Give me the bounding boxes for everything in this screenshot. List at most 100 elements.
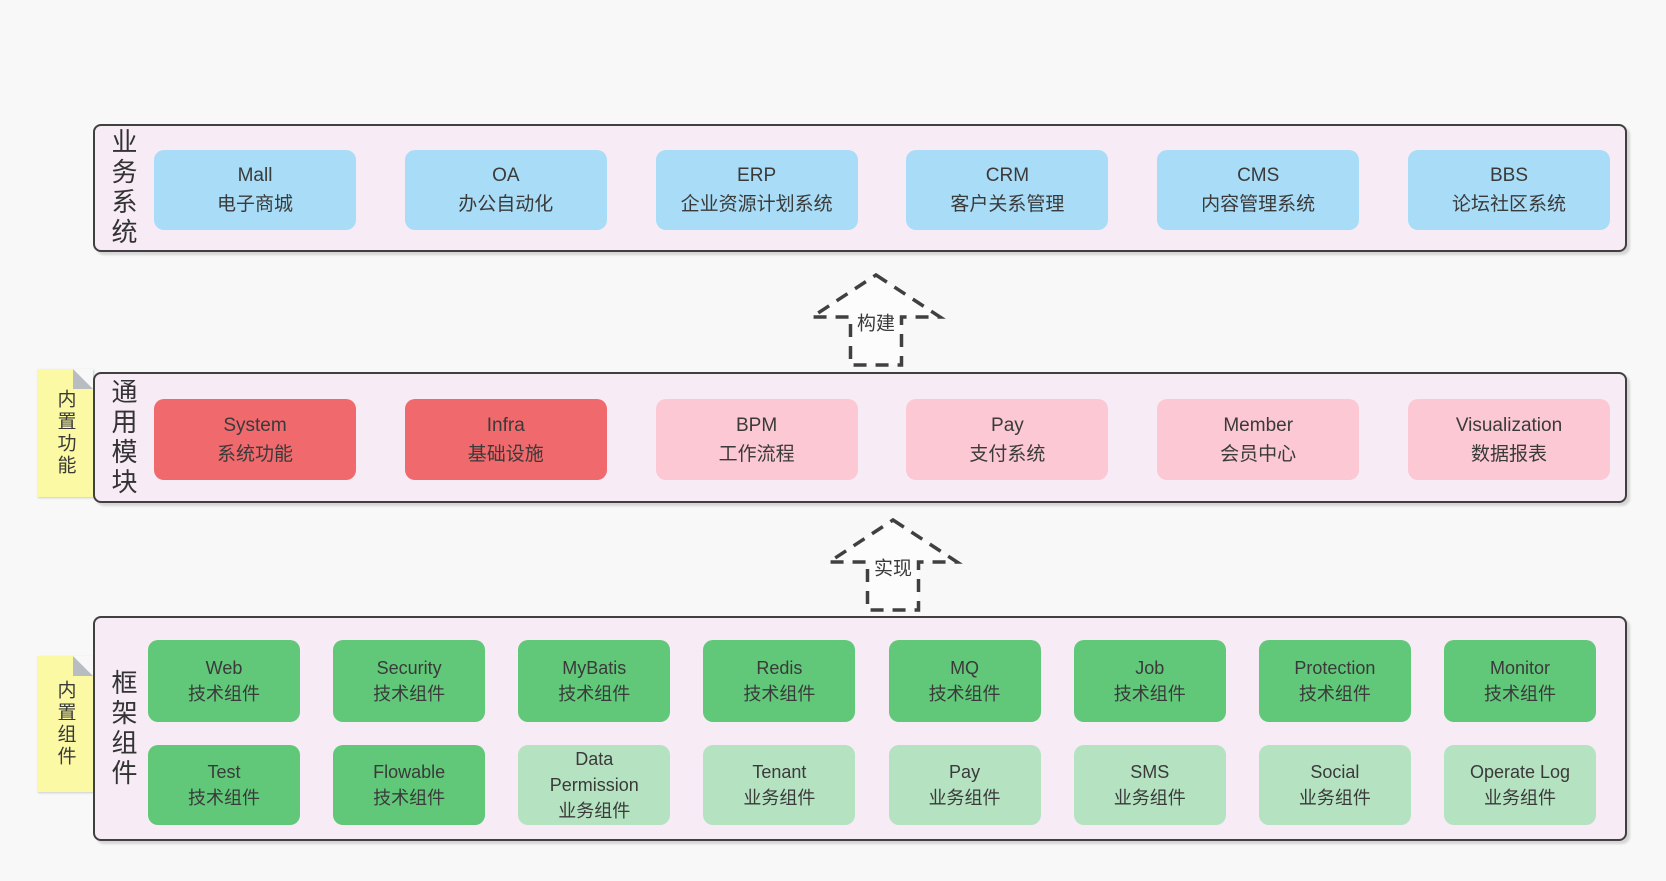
box-title: Data Permission [549,749,639,795]
layer-common-modules: 通用模块 System 系统功能 Infra 基础设施 BPM 工作流程 Pay… [93,372,1627,503]
box-subtitle: 业务组件 [558,801,631,821]
box-subtitle: 系统功能 [216,443,293,465]
common-modules-row: System 系统功能 Infra 基础设施 BPM 工作流程 Pay 支付系统… [154,399,1610,480]
box-subtitle: 技术组件 [1483,684,1556,704]
layer-framework-components: 框架组件 Web 技术组件 Security 技术组件 MyBatis 技术组件… [93,616,1627,841]
box-web: Web 技术组件 [148,640,300,722]
box-title: Pay [949,762,981,782]
box-system: System 系统功能 [154,399,356,480]
box-title: OA [492,165,520,186]
box-title: Tenant [752,762,807,782]
box-subtitle: 业务组件 [1113,788,1186,808]
box-title: CMS [1237,165,1280,186]
box-subtitle: 电子商城 [216,194,293,215]
layer-label-text: 通用模块 [108,377,138,498]
box-subtitle: 技术组件 [743,684,816,704]
box-data-permission: Data Permission 业务组件 [518,745,671,825]
box-title: ERP [737,165,777,186]
box-tenant: Tenant 业务组件 [703,745,856,825]
box-title: Member [1223,414,1294,436]
business-systems-row: Mall 电子商城 OA 办公自动化 ERP 企业资源计划系统 CRM 客户关系… [154,150,1610,230]
box-visualization: Visualization 数据报表 [1407,399,1610,480]
sticky-note-text: 内置组件 [54,680,76,768]
box-job: Job 技术组件 [1073,640,1226,722]
box-subtitle: 技术组件 [188,788,260,808]
box-title: SMS [1130,762,1170,782]
box-subtitle: 技术组件 [928,684,1001,704]
box-title: BPM [736,414,778,436]
sticky-note-builtin-features: 内置功能 [37,369,93,497]
box-title: Protection [1294,658,1376,678]
arrow-build-label: 构建 [853,307,899,337]
box-title: Social [1310,762,1360,782]
box-subtitle: 会员中心 [1220,443,1297,465]
box-subtitle: 业务组件 [1483,788,1556,808]
box-title: Infra [486,414,525,436]
box-social: Social 业务组件 [1258,745,1411,825]
box-mall: Mall 电子商城 [154,150,356,230]
sticky-note-builtin-components: 内置组件 [37,656,93,792]
box-infra: Infra 基础设施 [404,399,607,480]
box-title: Operate Log [1469,762,1571,782]
layer-label-text: 框架组件 [108,668,138,789]
box-title: Security [376,658,442,678]
box-title: Monitor [1489,658,1550,678]
sticky-note-text: 内置功能 [54,389,76,477]
box-erp: ERP 企业资源计划系统 [655,150,858,230]
box-subtitle: 技术组件 [188,684,260,704]
box-subtitle: 企业资源计划系统 [680,194,833,215]
framework-components-grid: Web 技术组件 Security 技术组件 MyBatis 技术组件 Redi… [148,640,1596,825]
box-subtitle: 技术组件 [558,684,631,704]
box-title: Mall [237,165,273,186]
box-subtitle: 技术组件 [1113,684,1186,704]
box-subtitle: 业务组件 [1298,788,1371,808]
layer-label: 框架组件 [97,618,149,839]
box-flowable: Flowable 技术组件 [333,745,486,825]
box-protection: Protection 技术组件 [1258,640,1411,722]
box-security: Security 技术组件 [333,640,486,722]
box-subtitle: 内容管理系统 [1201,194,1316,215]
box-test: Test 技术组件 [148,745,300,825]
layer-business-systems: 业务系统 Mall 电子商城 OA 办公自动化 ERP 企业资源计划系统 CRM… [93,124,1627,252]
layer-label: 业务系统 [97,126,149,250]
box-monitor: Monitor 技术组件 [1443,640,1596,722]
box-title: Visualization [1455,414,1563,436]
box-member: Member 会员中心 [1157,399,1360,480]
box-title: Flowable [373,762,446,782]
box-sms: SMS 业务组件 [1073,745,1226,825]
box-bbs: BBS 论坛社区系统 [1407,150,1610,230]
box-subtitle: 论坛社区系统 [1451,194,1566,215]
box-subtitle: 数据报表 [1470,443,1547,465]
box-title: MQ [950,658,980,678]
box-subtitle: 基础设施 [467,443,544,465]
box-subtitle: 技术组件 [373,684,446,704]
box-crm: CRM 客户关系管理 [906,150,1109,230]
layer-label-text: 业务系统 [108,128,138,248]
box-subtitle: 支付系统 [969,443,1046,465]
box-subtitle: 技术组件 [373,788,446,808]
box-title: System [223,414,287,436]
box-pay-component: Pay 业务组件 [888,745,1041,825]
box-subtitle: 业务组件 [928,788,1001,808]
box-title: Redis [756,658,803,678]
box-title: Pay [991,414,1024,436]
box-oa: OA 办公自动化 [404,150,607,230]
arrow-implement-label: 实现 [870,552,916,582]
box-mybatis: MyBatis 技术组件 [518,640,671,722]
box-subtitle: 技术组件 [1298,684,1371,704]
box-title: Test [207,762,241,782]
box-subtitle: 办公自动化 [458,194,554,215]
box-operate-log: Operate Log 业务组件 [1443,745,1596,825]
box-title: Job [1135,658,1165,678]
box-redis: Redis 技术组件 [703,640,856,722]
box-title: CRM [985,165,1030,186]
box-subtitle: 业务组件 [743,788,816,808]
box-pay-module: Pay 支付系统 [906,399,1109,480]
layer-label: 通用模块 [97,374,149,501]
box-title: Web [205,658,243,678]
box-cms: CMS 内容管理系统 [1157,150,1360,230]
box-title: MyBatis [562,658,627,678]
box-title: BBS [1489,165,1528,186]
box-subtitle: 工作流程 [718,443,795,465]
box-bpm: BPM 工作流程 [655,399,858,480]
